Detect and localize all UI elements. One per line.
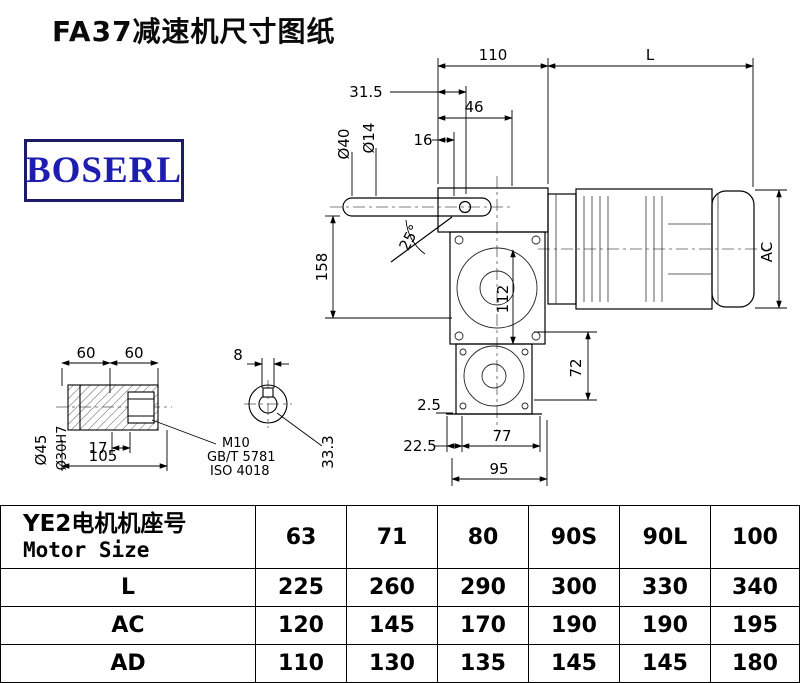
standard-gbt5781-label: GB/T 5781: [207, 450, 276, 465]
motor-outline: [547, 188, 755, 310]
value-AC-63: 120: [255, 606, 347, 645]
dim-dia40: Ø40: [335, 129, 353, 160]
shaft-side-detail: [67, 384, 159, 431]
dim-158: 158: [313, 253, 331, 282]
dim-16: 16: [413, 131, 432, 149]
dim-105: 105: [89, 447, 118, 465]
dim-2-5: 2.5: [417, 396, 441, 414]
value-L-90s: 300: [528, 568, 620, 607]
row-label-AC: AC: [0, 606, 256, 645]
dim-110: 110: [479, 46, 508, 64]
table-row-L: L 225 260 290 300 330 340: [0, 568, 800, 607]
motor-size-90l: 90L: [619, 505, 711, 569]
row-label-L: L: [0, 568, 256, 607]
value-L-80: 290: [437, 568, 529, 607]
value-L-90l: 330: [619, 568, 711, 607]
dimension-labels: 110 L 31.5 46 16 Ø40 Ø14 25° 158 112 72 …: [32, 46, 776, 479]
value-AD-63: 110: [255, 644, 347, 683]
value-L-71: 260: [346, 568, 438, 607]
dim-AC: AC: [758, 242, 776, 262]
value-AC-71: 145: [346, 606, 438, 645]
value-AC-80: 170: [437, 606, 529, 645]
table-row-AD: AD 110 130 135 145 145 180: [0, 644, 800, 683]
thread-m10-label: M10: [222, 436, 250, 451]
dim-33-3: 33.3: [319, 435, 337, 468]
gearbox-outline: [342, 187, 549, 415]
value-AC-90l: 190: [619, 606, 711, 645]
row-label-AD: AD: [0, 644, 256, 683]
boserl-logo: BOSERL: [24, 139, 184, 202]
dim-72: 72: [567, 358, 585, 377]
dim-46: 46: [464, 98, 483, 116]
value-AC-100: 195: [710, 606, 800, 645]
dim-22-5: 22.5: [403, 437, 436, 455]
motor-size-80: 80: [437, 505, 529, 569]
dim-17: 17: [88, 439, 107, 457]
table-header-row: YE2电机机座号 Motor Size 63 71 80 90S 90L 100: [0, 505, 800, 569]
motor-size-71: 71: [346, 505, 438, 569]
value-AC-90s: 190: [528, 606, 620, 645]
motor-size-header-cn: YE2电机机座号: [23, 510, 187, 537]
value-AD-90l: 145: [619, 644, 711, 683]
gearbox-dimension-drawing: 110 L 31.5 46 16 Ø40 Ø14 25° 158 112 72 …: [32, 46, 787, 486]
dim-dia14: Ø14: [360, 123, 378, 154]
dim-8: 8: [233, 346, 243, 364]
dim-dia45: Ø45: [32, 435, 50, 466]
dim-dia30h7: Ø30H7: [55, 426, 70, 471]
value-AD-100: 180: [710, 644, 800, 683]
motor-size-63: 63: [255, 505, 347, 569]
value-AD-71: 130: [346, 644, 438, 683]
motor-size-header-cell: YE2电机机座号 Motor Size: [0, 505, 256, 569]
motor-size-100: 100: [710, 505, 800, 569]
center-lines: [56, 176, 770, 430]
table-row-AC: AC 120 145 170 190 190 195: [0, 606, 800, 645]
shaft-section-detail: [248, 384, 288, 424]
motor-fins: [555, 193, 719, 305]
value-AD-80: 135: [437, 644, 529, 683]
dim-112: 112: [494, 285, 512, 314]
motor-size-90s: 90S: [528, 505, 620, 569]
motor-dimension-table: YE2电机机座号 Motor Size 63 71 80 90S 90L 100…: [0, 505, 800, 683]
dim-31-5: 31.5: [349, 83, 382, 101]
boserl-logo-text: BOSERL: [25, 150, 183, 191]
extension-lines: [61, 58, 787, 486]
dim-60-left: 60: [76, 344, 95, 362]
dim-95: 95: [489, 460, 508, 478]
dim-60-right: 60: [124, 344, 143, 362]
page-title: FA37减速机尺寸图纸: [52, 15, 336, 48]
dim-77: 77: [492, 427, 511, 445]
gearbox-internal-features: [454, 235, 541, 410]
standard-iso4018-label: ISO 4018: [210, 464, 270, 479]
value-L-100: 340: [710, 568, 800, 607]
motor-size-header-en: Motor Size: [23, 538, 150, 563]
value-AD-90s: 145: [528, 644, 620, 683]
dim-L: L: [646, 46, 655, 64]
dimension-lines: [61, 63, 782, 482]
dim-angle-25: 25°: [395, 222, 423, 254]
value-L-63: 225: [255, 568, 347, 607]
